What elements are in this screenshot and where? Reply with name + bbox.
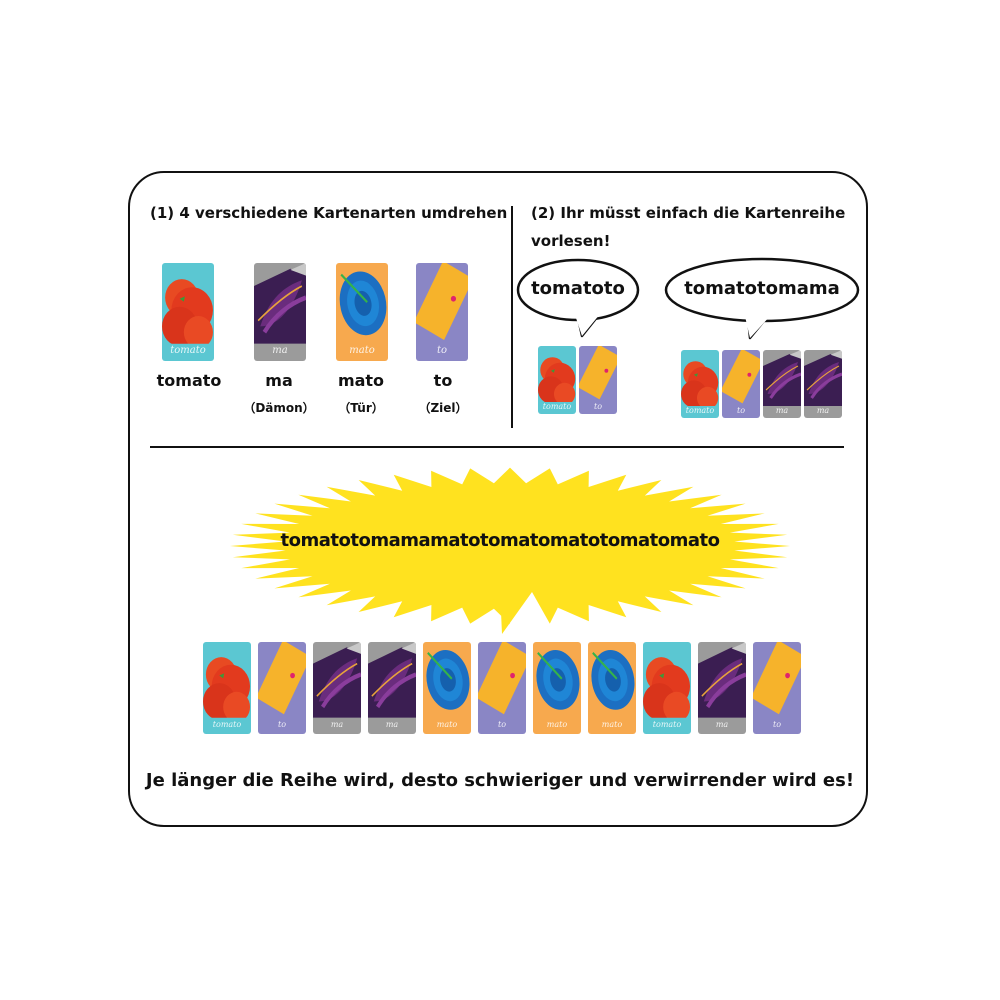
card-meaning-to: （Ziel） [418, 401, 468, 415]
rules-panel [128, 171, 868, 827]
bubble2-card-0: tomato [681, 350, 719, 418]
bubble-1-text: tomatoto [531, 278, 625, 299]
speech-bubble-1 [516, 258, 640, 338]
card-label: mato [349, 345, 375, 357]
section2-heading-line2: vorlesen! [531, 232, 611, 250]
card-label: ma [775, 405, 789, 415]
card-label: mato [436, 720, 458, 730]
row-card-4: mato [423, 642, 471, 734]
bubble1-card-0: tomato [538, 346, 576, 414]
card-label: ma [816, 405, 830, 415]
card-label: mato [601, 720, 623, 730]
card-label: tomato [212, 720, 242, 730]
card-label: tomato [685, 405, 715, 415]
card-label: tomato [542, 401, 572, 411]
footer-text: Je länger die Reihe wird, desto schwieri… [145, 770, 855, 791]
card-type-ma: ma [254, 263, 306, 361]
card-label: to [772, 720, 782, 730]
row-card-7: mato [588, 642, 636, 734]
burst-text: tomatotomamamatotomatomatotomatomato [280, 530, 720, 551]
row-card-8: tomato [643, 642, 691, 734]
card-word-to: to [433, 371, 453, 390]
card-label: ma [330, 720, 344, 730]
card-label: tomato [170, 345, 206, 357]
burst-bubble [230, 467, 790, 634]
card-label: to [277, 720, 287, 730]
card-word-mato: mato [337, 371, 385, 390]
card-label: to [593, 401, 603, 411]
row-card-2: ma [313, 642, 361, 734]
row-card-3: ma [368, 642, 416, 734]
card-label: tomato [652, 720, 682, 730]
section1-heading: (1) 4 verschiedene Kartenarten umdrehen [150, 204, 508, 222]
card-type-to: to [416, 263, 468, 361]
row-card-9: ma [698, 642, 746, 734]
card-label: ma [272, 345, 288, 357]
card-type-mato: mato [336, 263, 388, 361]
row-card-1: to [258, 642, 306, 734]
card-label: to [497, 720, 507, 730]
section-divider-horizontal [150, 446, 844, 448]
card-meaning-ma: （Dämon） [243, 401, 315, 415]
card-label: to [436, 345, 448, 357]
row-card-5: to [478, 642, 526, 734]
row-card-10: to [753, 642, 801, 734]
speech-bubble-2 [664, 257, 860, 340]
card-word-ma: ma [265, 371, 293, 390]
bubble2-card-1: to [722, 350, 760, 418]
bubble1-card-1: to [579, 346, 617, 414]
card-meaning-mato: （Tür） [338, 401, 384, 415]
bubble-2-text: tomatotomama [684, 278, 840, 299]
card-word-tomato: tomato [156, 371, 222, 390]
card-label: ma [715, 720, 729, 730]
row-card-6: mato [533, 642, 581, 734]
section-divider-vertical [511, 206, 513, 428]
row-card-0: tomato [203, 642, 251, 734]
section2-heading-line1: (2) Ihr müsst einfach die Kartenreihe [531, 204, 846, 222]
bubble2-card-2: ma [763, 350, 801, 418]
card-label: mato [546, 720, 568, 730]
bubble2-card-3: ma [804, 350, 842, 418]
card-label: to [736, 405, 746, 415]
card-label: ma [385, 720, 399, 730]
card-type-tomato: tomato [162, 263, 214, 361]
